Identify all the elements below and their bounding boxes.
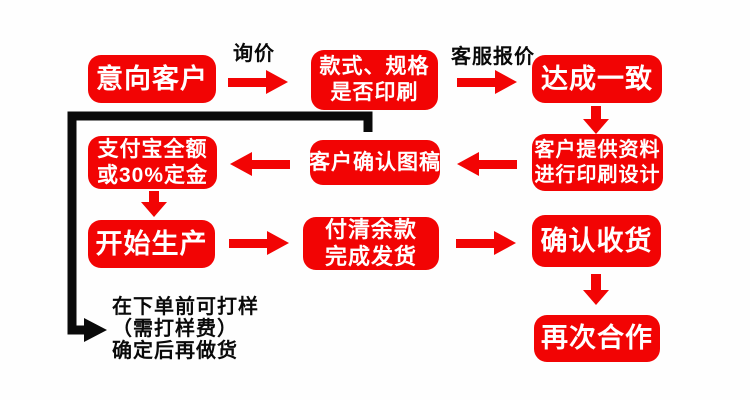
sampling-loop-arrowhead-icon [84,318,107,342]
sampling-loop-path [67,111,373,335]
arrow-down-payment-icon [141,191,167,217]
sampling-note-line1: 在下单前可打样 [112,296,259,318]
arrow-shaft [252,159,290,169]
node-agreement: 达成一致 [532,55,662,103]
sampling-note: 在下单前可打样 （需打样费） 确定后再做货 [112,296,259,362]
node-confirm-receipt: 确认收货 [532,215,661,267]
arrow-left-materials-to-artwork-icon [457,152,517,176]
arrow-head [583,119,609,134]
arrow-right-balance-to-receipt-icon [456,231,516,255]
node-intent-customer: 意向客户 [88,55,216,103]
arrow-right-inquiry-icon [228,70,288,94]
arrow-shaft [228,77,266,87]
arrow-down-receipt-icon [583,274,609,305]
node-payment-line2: 或30%定金 [96,163,209,187]
node-confirm-receipt-label: 确认收货 [540,225,653,256]
node-repeat-cooperation: 再次合作 [534,315,660,362]
node-repeat-cooperation-label: 再次合作 [541,323,653,354]
arrow-head [141,202,167,217]
arrow-down-agreement-icon [583,106,609,134]
arrow-shaft [591,274,601,290]
sampling-note-line3: 确定后再做货 [112,340,238,362]
node-payment-line1: 支付宝全额 [97,137,208,161]
arrow-shaft [456,238,494,248]
arrow-right-production-to-balance-icon [229,231,289,255]
node-style-spec-line1: 款式、规格 [319,55,430,79]
node-pay-balance-line2: 完成发货 [324,243,417,269]
arrow-head [267,231,289,255]
node-confirm-artwork-label: 客户确认图稿 [309,150,441,174]
node-provide-materials-line2: 进行印刷设计 [534,163,661,186]
node-intent-customer-label: 意向客户 [96,63,208,94]
node-provide-materials-line1: 客户提供资料 [534,139,661,162]
sampling-note-line2: （需打样费） [112,318,238,340]
edge-label-service-quote: 客服报价 [451,46,535,68]
node-payment: 支付宝全额 或30%定金 [88,136,217,189]
arrow-right-quote-icon [457,70,517,94]
arrow-head [495,70,517,94]
node-style-spec: 款式、规格 是否印刷 [311,50,438,110]
node-start-production-label: 开始生产 [95,228,208,259]
arrow-head [457,152,479,176]
arrow-shaft [229,238,267,248]
node-provide-materials: 客户提供资料 进行印刷设计 [532,134,663,191]
arrow-head [266,70,288,94]
node-pay-balance-line1: 付清余款 [324,216,417,242]
arrow-left-artwork-to-payment-icon [230,152,290,176]
arrow-shaft [149,191,159,202]
arrow-shaft [591,106,601,119]
arrow-head [494,231,516,255]
node-pay-balance: 付清余款 完成发货 [303,217,439,270]
node-confirm-artwork: 客户确认图稿 [309,140,441,185]
node-start-production: 开始生产 [88,220,215,268]
arrow-head [230,152,252,176]
node-agreement-label: 达成一致 [541,63,653,94]
node-style-spec-line2: 是否印刷 [330,81,419,104]
arrow-shaft [479,159,517,169]
arrow-head [583,290,609,305]
edge-label-inquiry: 询价 [233,43,275,65]
arrow-shaft [457,77,495,87]
